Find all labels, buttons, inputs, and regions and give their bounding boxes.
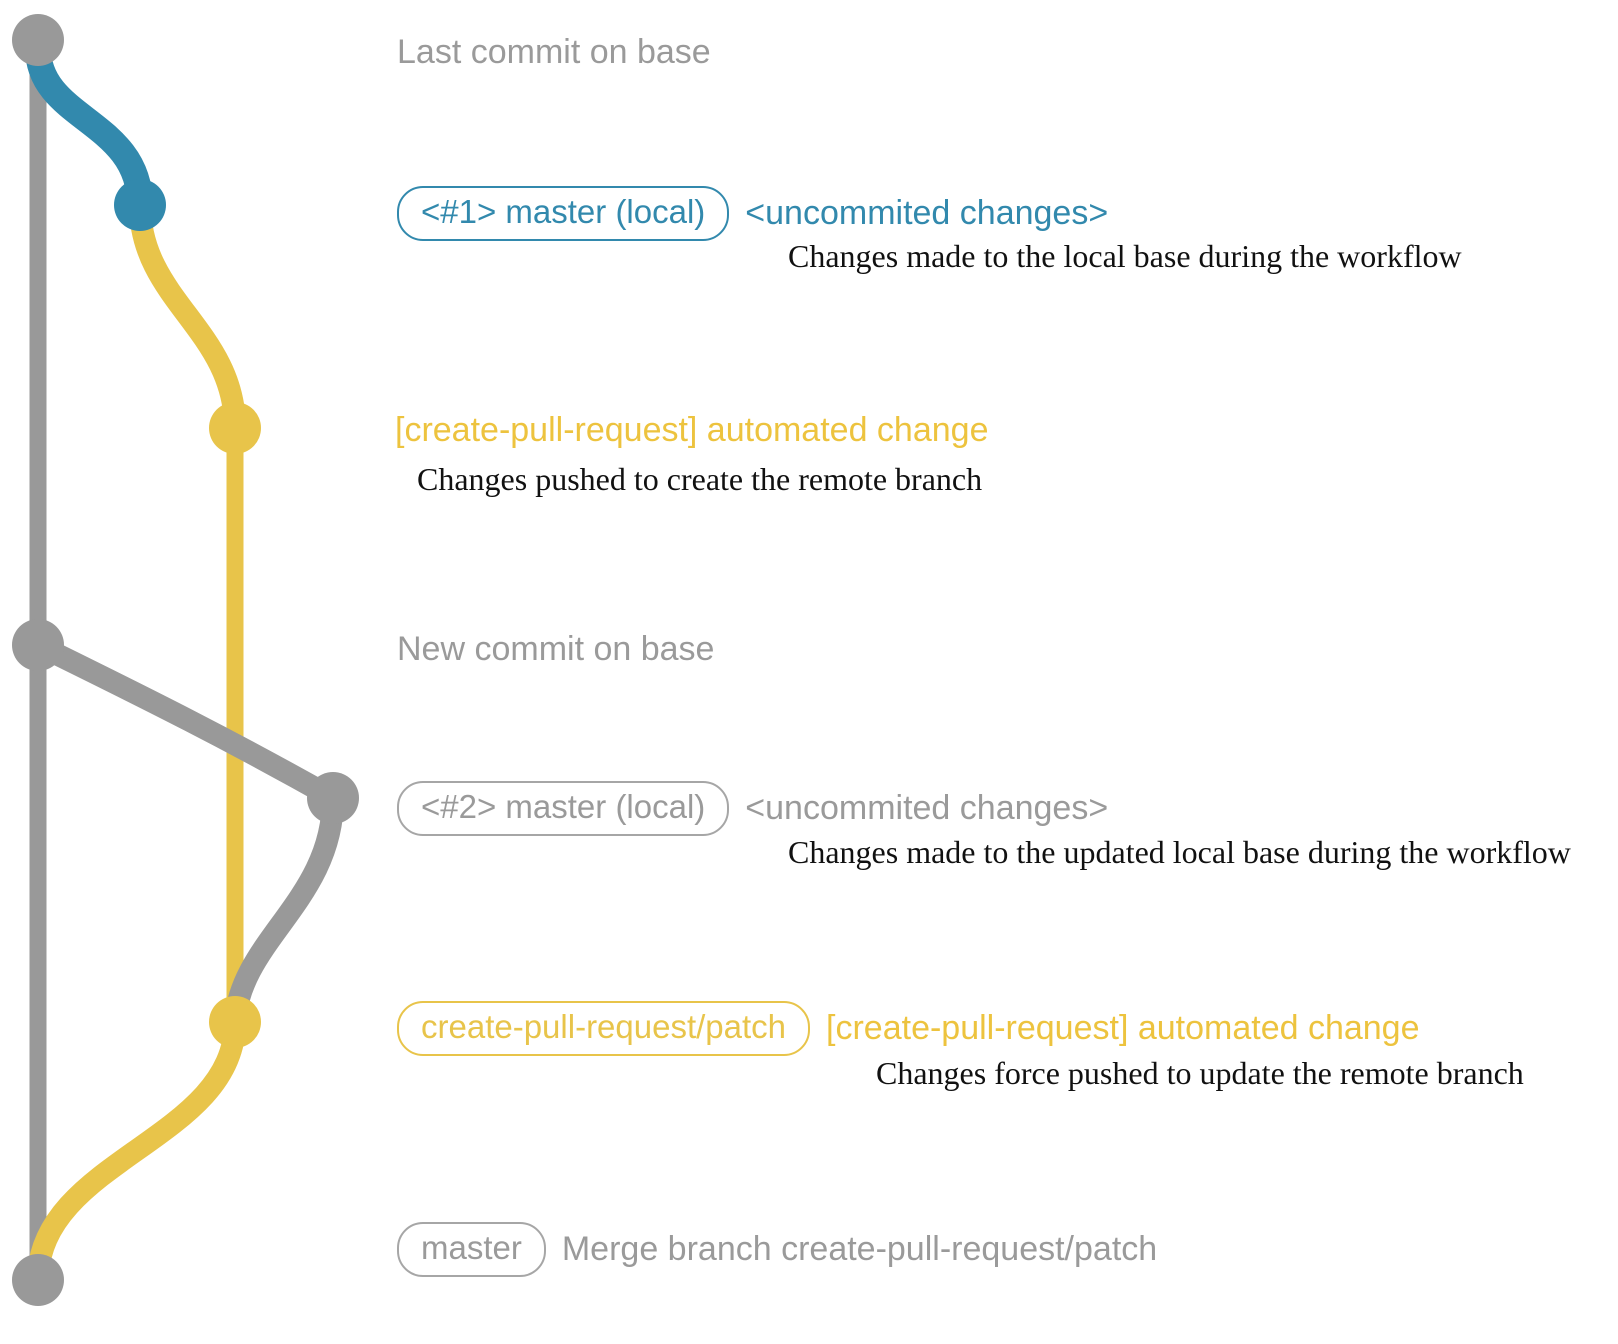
edge-local1-to-patch — [129, 194, 246, 439]
entry-master-local-1: <#1> master (local) <uncommited changes> — [397, 186, 1108, 241]
ref-pill-create-pull-request-patch[interactable]: create-pull-request/patch — [397, 1001, 811, 1056]
commit-node-base-new-commit[interactable] — [12, 619, 64, 671]
entry-merge-commit: master Merge branch create-pull-request/… — [397, 1222, 1157, 1277]
commit-subject-master-local-1: <uncommited changes> — [745, 193, 1109, 232]
commit-node-base-last-commit[interactable] — [12, 14, 64, 66]
commit-subject-merge-commit: Merge branch create-pull-request/patch — [561, 1229, 1158, 1268]
edge-patch-to-merge — [27, 1011, 246, 1291]
commit-node-patch-force-push[interactable] — [209, 996, 261, 1048]
commit-subject-automated-change-1: [create-pull-request] automated change — [395, 411, 989, 449]
commit-description-master-local-2: Changes made to the updated local base d… — [788, 834, 1571, 870]
edge-local2-to-patch — [224, 787, 344, 1033]
commit-subject-master-local-2: <uncommited changes> — [745, 788, 1109, 827]
headline-last-commit-on-base: Last commit on base — [397, 33, 711, 71]
commit-subject-automated-change-2: [create-pull-request] automated change — [826, 1008, 1420, 1047]
commit-node-local-uncommitted-2[interactable] — [307, 772, 359, 824]
commit-description-master-local-1: Changes made to the local base during th… — [788, 238, 1462, 274]
ref-pill-master-local-1[interactable]: <#1> master (local) — [397, 186, 730, 241]
edge-base-to-local1 — [25, 35, 153, 218]
ref-pill-master[interactable]: master — [397, 1222, 546, 1277]
headline-new-commit-on-base: New commit on base — [397, 630, 715, 668]
entry-master-local-2: <#2> master (local) <uncommited changes> — [397, 781, 1108, 836]
commit-node-local-uncommitted-1[interactable] — [114, 179, 166, 231]
commit-description-automated-change-2: Changes force pushed to update the remot… — [876, 1055, 1524, 1091]
commit-node-master-merge[interactable] — [12, 1254, 64, 1306]
commit-description-automated-change-1: Changes pushed to create the remote bran… — [417, 461, 983, 497]
edge-base-to-local2 — [27, 634, 344, 809]
entry-automated-change-2: create-pull-request/patch [create-pull-r… — [397, 1001, 1420, 1056]
ref-pill-master-local-2[interactable]: <#2> master (local) — [397, 781, 730, 836]
commit-node-patch-create[interactable] — [209, 402, 261, 454]
